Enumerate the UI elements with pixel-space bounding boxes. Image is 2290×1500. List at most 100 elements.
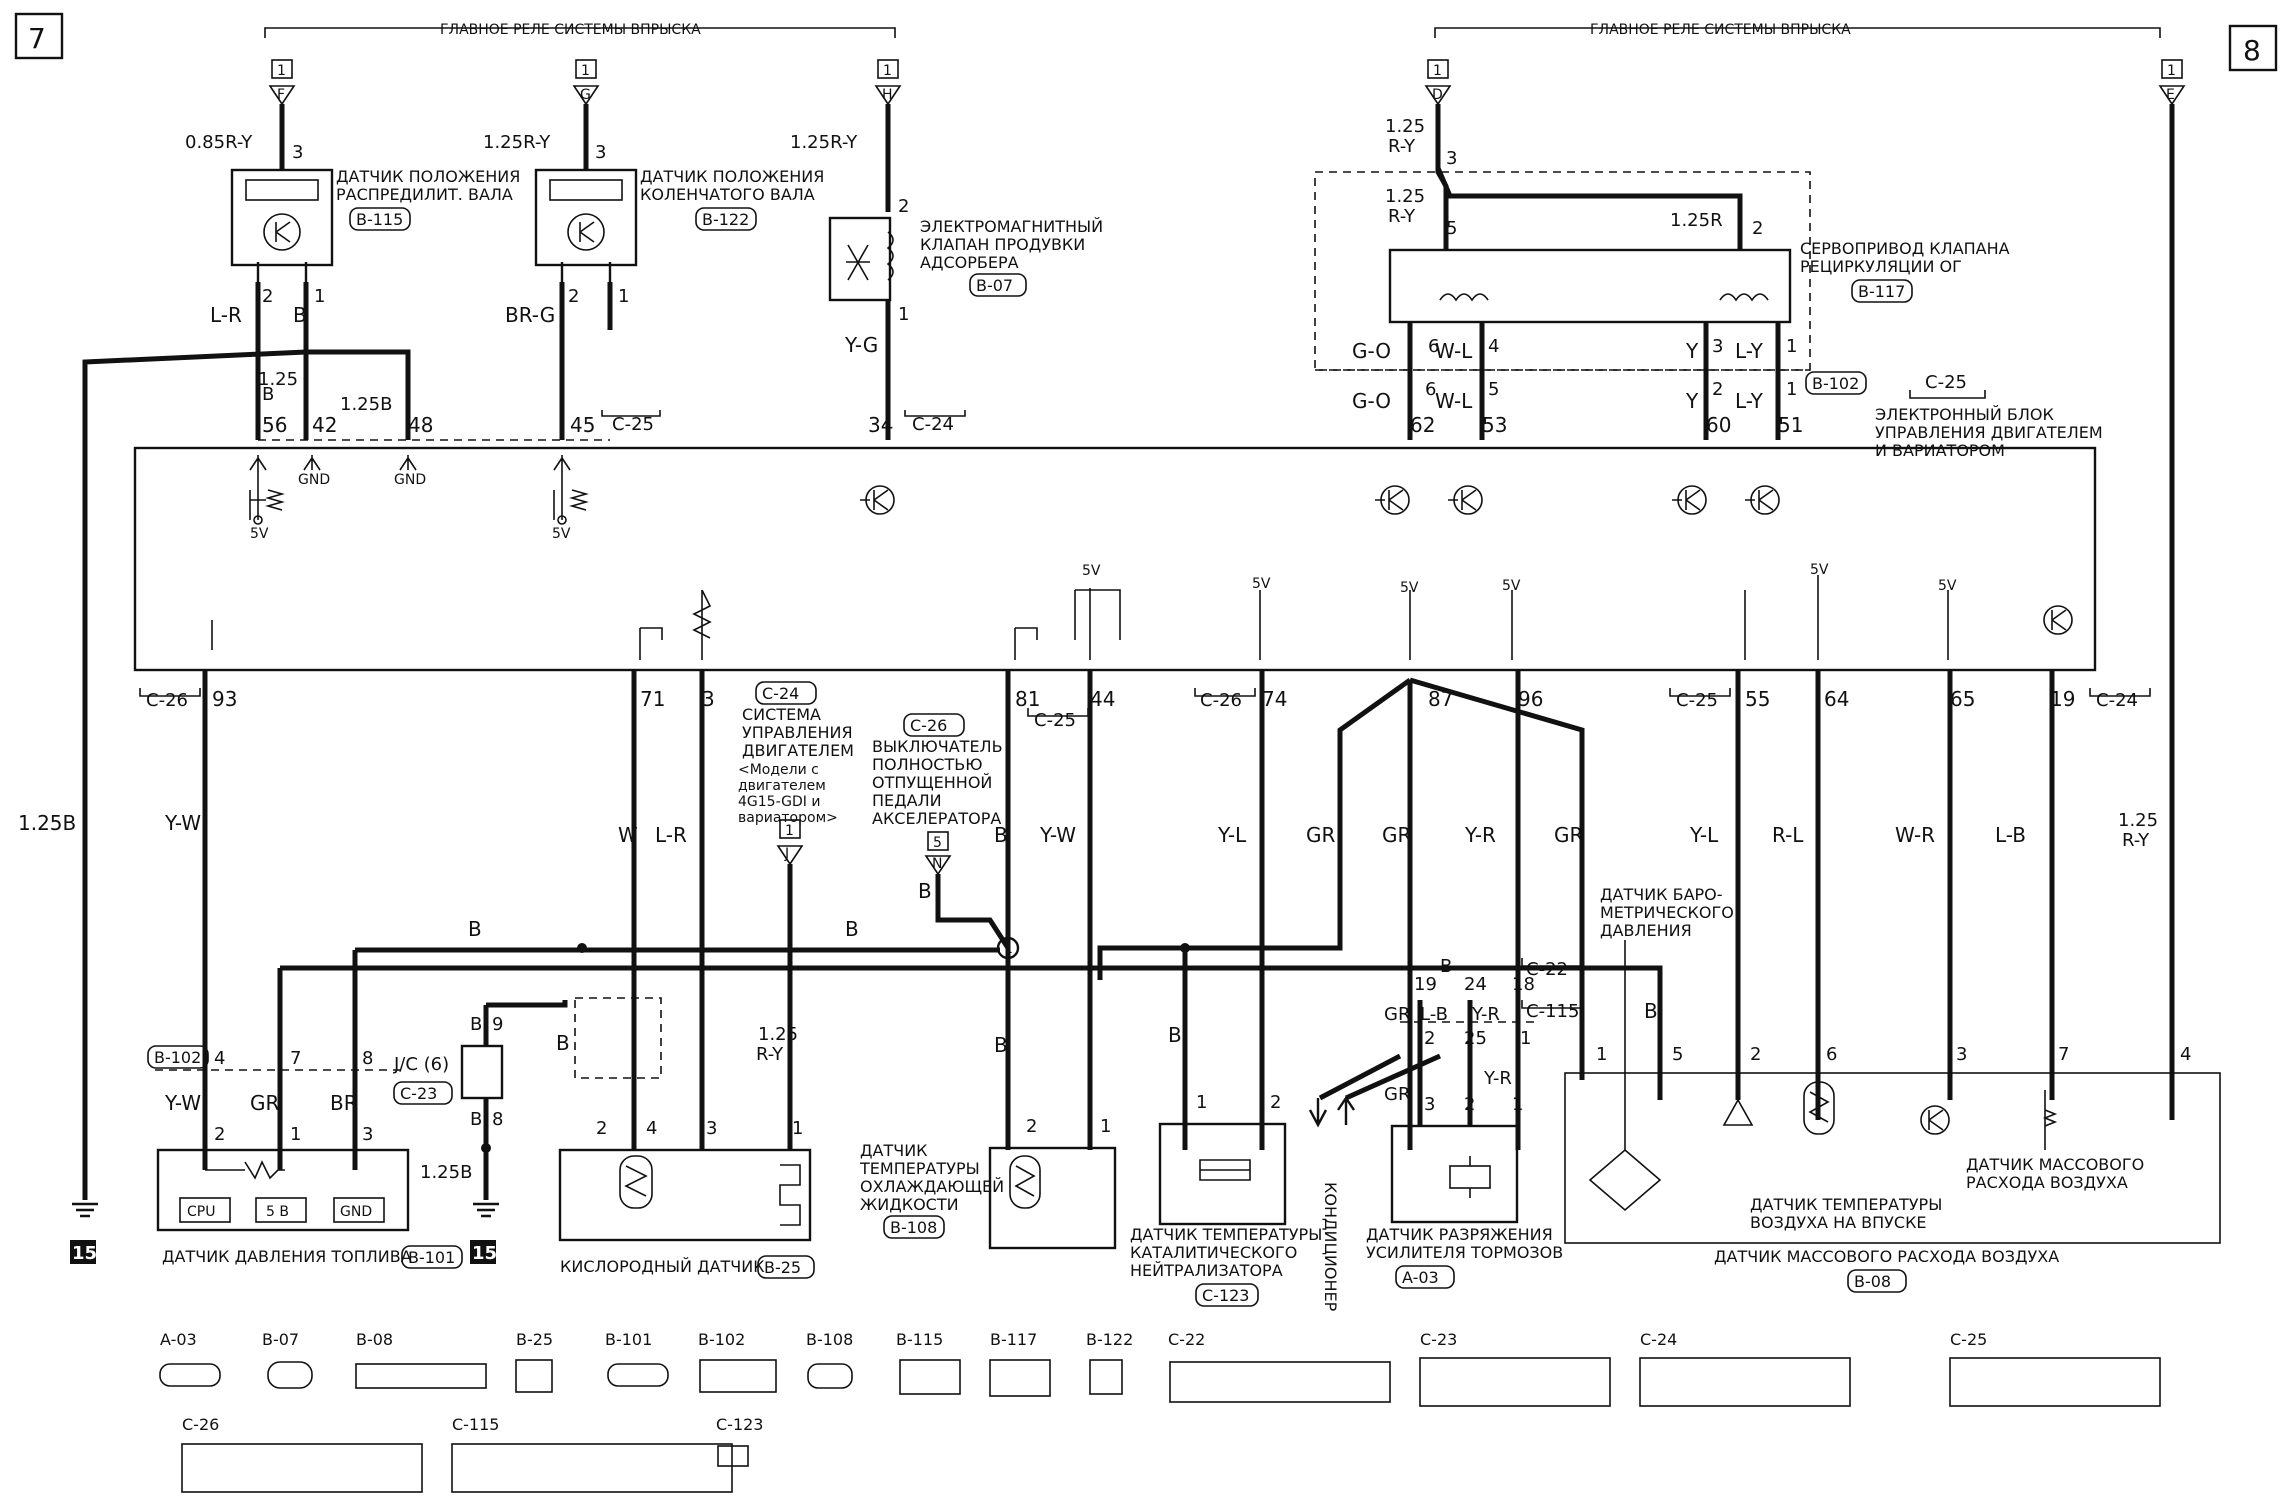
svg-text:R-Y: R-Y: [2122, 830, 2150, 851]
svg-text:C-25: C-25: [612, 414, 654, 435]
svg-text:5V: 5V: [1252, 576, 1271, 592]
cam-position-sensor: ДАТЧИК ПОЛОЖЕНИЯ РАСПРЕДИЛИТ. ВАЛА B-115: [230, 167, 520, 282]
svg-text:ТЕМПЕРАТУРЫ: ТЕМПЕРАТУРЫ: [859, 1159, 980, 1178]
svg-text:B-108: B-108: [806, 1330, 853, 1349]
svg-text:C-24: C-24: [762, 684, 799, 703]
svg-text:вариатором>: вариатором>: [738, 810, 838, 826]
svg-text:КИСЛОРОДНЫЙ ДАТЧИК: КИСЛОРОДНЫЙ ДАТЧИК: [560, 1257, 765, 1276]
relay-bracket-left: ГЛАВНОЕ РЕЛЕ СИСТЕМЫ ВПРЫСКА: [264, 22, 896, 38]
svg-text:B-115: B-115: [896, 1330, 943, 1349]
svg-text:G-O: G-O: [1352, 389, 1391, 413]
ac-label: КОНДИЦИОНЕР: [1321, 1182, 1340, 1312]
svg-text:B-25: B-25: [516, 1330, 553, 1349]
svg-text:B: B: [1440, 956, 1452, 977]
svg-text:GND: GND: [394, 472, 426, 488]
svg-text:42: 42: [312, 413, 337, 437]
fuel-pressure-sensor: CPU 5 B GND 2 1 3 ДАТЧИК ДАВЛЕНИЯ ТОПЛИВ…: [156, 1124, 463, 1269]
svg-text:51: 51: [1778, 413, 1803, 437]
svg-text:C-26: C-26: [146, 690, 188, 711]
svg-text:Y-R: Y-R: [1464, 823, 1496, 847]
svg-text:B: B: [1168, 1023, 1182, 1047]
svg-text:ДАТЧИК ТЕМПЕРАТУРЫ: ДАТЧИК ТЕМПЕРАТУРЫ: [1750, 1195, 1942, 1214]
svg-text:GR: GR: [1382, 823, 1411, 847]
svg-text:E: E: [2166, 87, 2175, 103]
svg-text:53: 53: [1482, 413, 1507, 437]
svg-text:1.25B: 1.25B: [18, 811, 76, 835]
svg-text:L-R: L-R: [655, 823, 687, 847]
svg-text:ДАТЧИК ДАВЛЕНИЯ ТОПЛИВА: ДАТЧИК ДАВЛЕНИЯ ТОПЛИВА: [162, 1247, 412, 1266]
svg-text:B-101: B-101: [605, 1330, 652, 1349]
svg-text:C-115: C-115: [452, 1415, 499, 1434]
svg-text:4G15-GDI и: 4G15-GDI и: [738, 794, 820, 810]
svg-text:8: 8: [492, 1109, 503, 1130]
svg-text:ОТПУЩЕННОЙ: ОТПУЩЕННОЙ: [872, 773, 992, 792]
svg-text:81: 81: [1015, 687, 1040, 711]
ground-symbol-left: 15: [70, 1202, 98, 1264]
svg-text:J/C (6): J/C (6): [393, 1054, 449, 1075]
svg-text:1.25R-Y: 1.25R-Y: [790, 132, 858, 153]
svg-text:B-102: B-102: [154, 1048, 201, 1067]
svg-text:1: 1: [1786, 336, 1797, 357]
svg-text:1: 1: [1196, 1092, 1207, 1113]
svg-text:ДАТЧИК ПОЛОЖЕНИЯ: ДАТЧИК ПОЛОЖЕНИЯ: [336, 167, 520, 186]
svg-text:B: B: [994, 823, 1008, 847]
svg-text:B: B: [845, 917, 859, 941]
svg-text:A-03: A-03: [160, 1330, 197, 1349]
svg-text:ВЫКЛЮЧАТЕЛЬ: ВЫКЛЮЧАТЕЛЬ: [872, 737, 1003, 756]
svg-text:GR: GR: [1384, 1004, 1410, 1025]
ecu-inputs-top-left: 5V GND GND 5V: [249, 455, 589, 542]
svg-text:19: 19: [1414, 974, 1437, 995]
svg-text:B-117: B-117: [1858, 282, 1905, 301]
svg-text:5V: 5V: [1502, 578, 1521, 594]
svg-text:ОХЛАЖДАЮЩЕЙ: ОХЛАЖДАЮЩЕЙ: [860, 1177, 1004, 1196]
idle-switch-reference: C-26 ВЫКЛЮЧАТЕЛЬ ПОЛНОСТЬЮ ОТПУЩЕННОЙ ПЕ…: [872, 713, 1003, 876]
relay-title-left: ГЛАВНОЕ РЕЛЕ СИСТЕМЫ ВПРЫСКА: [440, 22, 701, 38]
svg-text:КЛАПАН ПРОДУВКИ: КЛАПАН ПРОДУВКИ: [920, 235, 1085, 254]
svg-text:C-25: C-25: [1925, 372, 1967, 393]
svg-text:3: 3: [1424, 1094, 1435, 1115]
svg-text:L-B: L-B: [1420, 1004, 1448, 1025]
svg-text:7: 7: [290, 1048, 301, 1069]
svg-text:55: 55: [1745, 687, 1770, 711]
oxygen-sensor: КИСЛОРОДНЫЙ ДАТЧИК B-25: [558, 997, 815, 1279]
svg-text:44: 44: [1090, 687, 1115, 711]
svg-text:двигателем: двигателем: [738, 778, 826, 794]
svg-text:L-Y: L-Y: [1735, 389, 1764, 413]
svg-text:B: B: [994, 1033, 1008, 1057]
svg-text:2: 2: [214, 1124, 225, 1145]
svg-text:1: 1: [290, 1124, 301, 1145]
svg-text:R-Y: R-Y: [1388, 206, 1416, 227]
connector-legend: A-03 B-07 B-08 B-25 B-101 B-102 B-108 B-…: [159, 1330, 2161, 1493]
svg-text:1.25B: 1.25B: [340, 394, 392, 415]
svg-text:1: 1: [785, 823, 794, 839]
svg-text:УПРАВЛЕНИЯ: УПРАВЛЕНИЯ: [742, 723, 853, 742]
svg-text:48: 48: [408, 413, 433, 437]
svg-text:Y-W: Y-W: [1039, 823, 1076, 847]
svg-text:1: 1: [1433, 63, 1442, 79]
svg-text:25: 25: [1464, 1028, 1487, 1049]
svg-text:2: 2: [1752, 218, 1763, 239]
svg-text:B: B: [470, 1109, 482, 1130]
svg-text:34: 34: [868, 413, 893, 437]
svg-text:GR: GR: [1554, 823, 1583, 847]
svg-text:96: 96: [1518, 687, 1543, 711]
svg-text:C-23: C-23: [400, 1084, 437, 1103]
svg-text:C-24: C-24: [1640, 1330, 1677, 1349]
svg-text:5V: 5V: [1810, 562, 1829, 578]
svg-text:СЕРВОПРИВОД КЛАПАНА: СЕРВОПРИВОД КЛАПАНА: [1800, 239, 2010, 258]
svg-text:1: 1: [883, 63, 892, 79]
svg-text:C-123: C-123: [1202, 1286, 1249, 1305]
svg-text:H: H: [882, 87, 893, 103]
svg-text:1: 1: [314, 286, 325, 307]
svg-text:71: 71: [640, 687, 665, 711]
svg-text:Y: Y: [1685, 389, 1699, 413]
svg-text:F: F: [277, 87, 285, 103]
svg-text:<Модели с: <Модели с: [738, 762, 819, 778]
b102-code-badge-top: [1805, 371, 1867, 395]
svg-text:2: 2: [262, 286, 273, 307]
svg-text:GR: GR: [250, 1091, 279, 1115]
svg-text:5 B: 5 B: [266, 1204, 289, 1220]
relay-terminal-g: 1 G: [572, 59, 600, 106]
svg-text:C-25: C-25: [1676, 690, 1718, 711]
ecu-block: [133, 446, 2097, 672]
